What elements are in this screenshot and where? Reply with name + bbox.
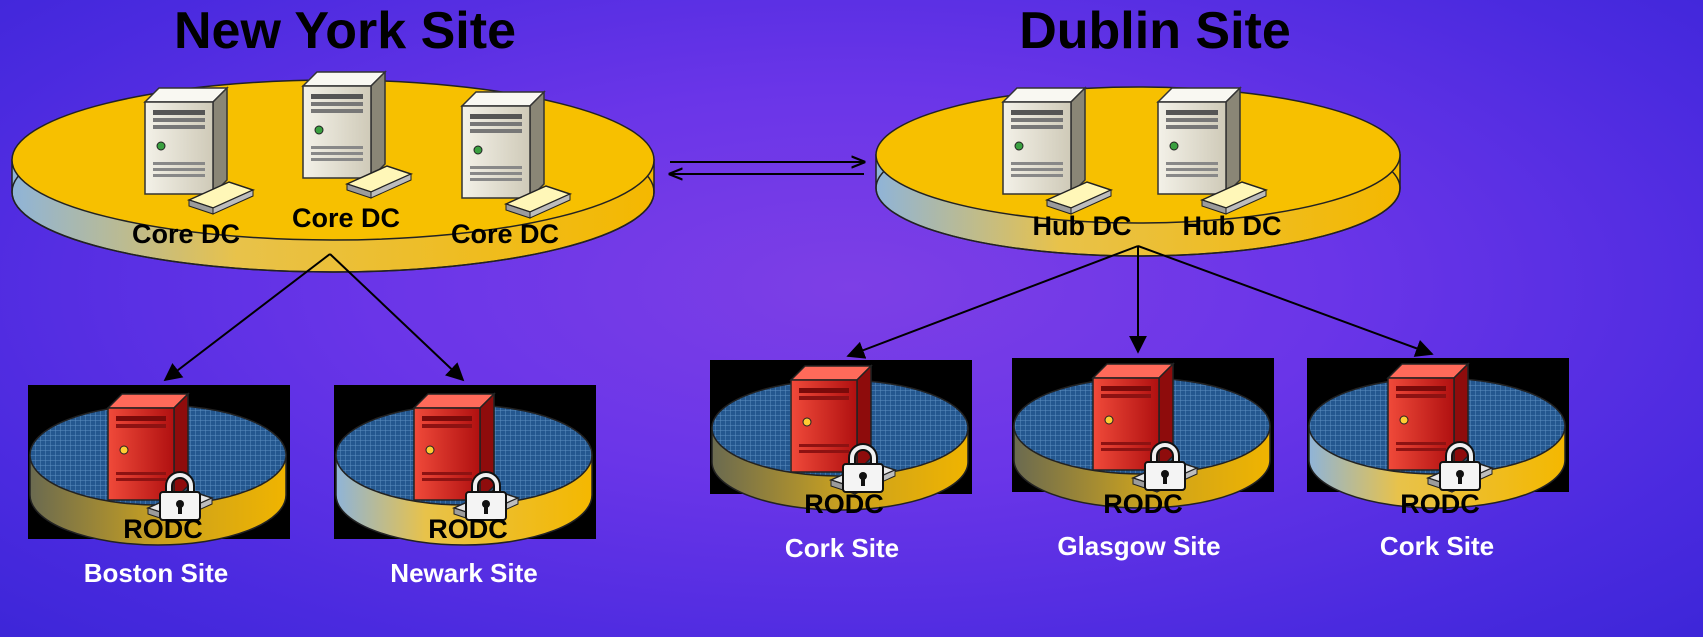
hub-dc-label: Hub DC [1183, 211, 1282, 241]
new-york-site-title: New York Site [174, 2, 516, 60]
core-dc-label: Core DC [292, 203, 400, 233]
rodc-label: RODC [428, 514, 508, 544]
replication-arrow [329, 253, 465, 382]
rodc-label: RODC [123, 514, 203, 544]
hub-dc-label: Hub DC [1033, 211, 1132, 241]
branch-site-label: Boston Site [84, 558, 228, 588]
replication-arrow [163, 253, 331, 382]
rodc-label: RODC [1103, 489, 1183, 519]
branch-site-label: Cork Site [1380, 531, 1494, 561]
replication-arrow [1137, 245, 1434, 357]
rodc-label: RODC [804, 489, 884, 519]
rodc-label: RODC [1400, 489, 1480, 519]
branch-site-label: Newark Site [390, 558, 537, 588]
dublin-site-disc [875, 86, 1401, 257]
replication-arrow [846, 245, 1139, 359]
branch-site-label: Glasgow Site [1057, 531, 1220, 561]
core-dc-label: Core DC [132, 219, 240, 249]
branch-site-label: Cork Site [785, 533, 899, 563]
core-dc-label: Core DC [451, 219, 559, 249]
dublin-site-title: Dublin Site [1019, 2, 1291, 60]
